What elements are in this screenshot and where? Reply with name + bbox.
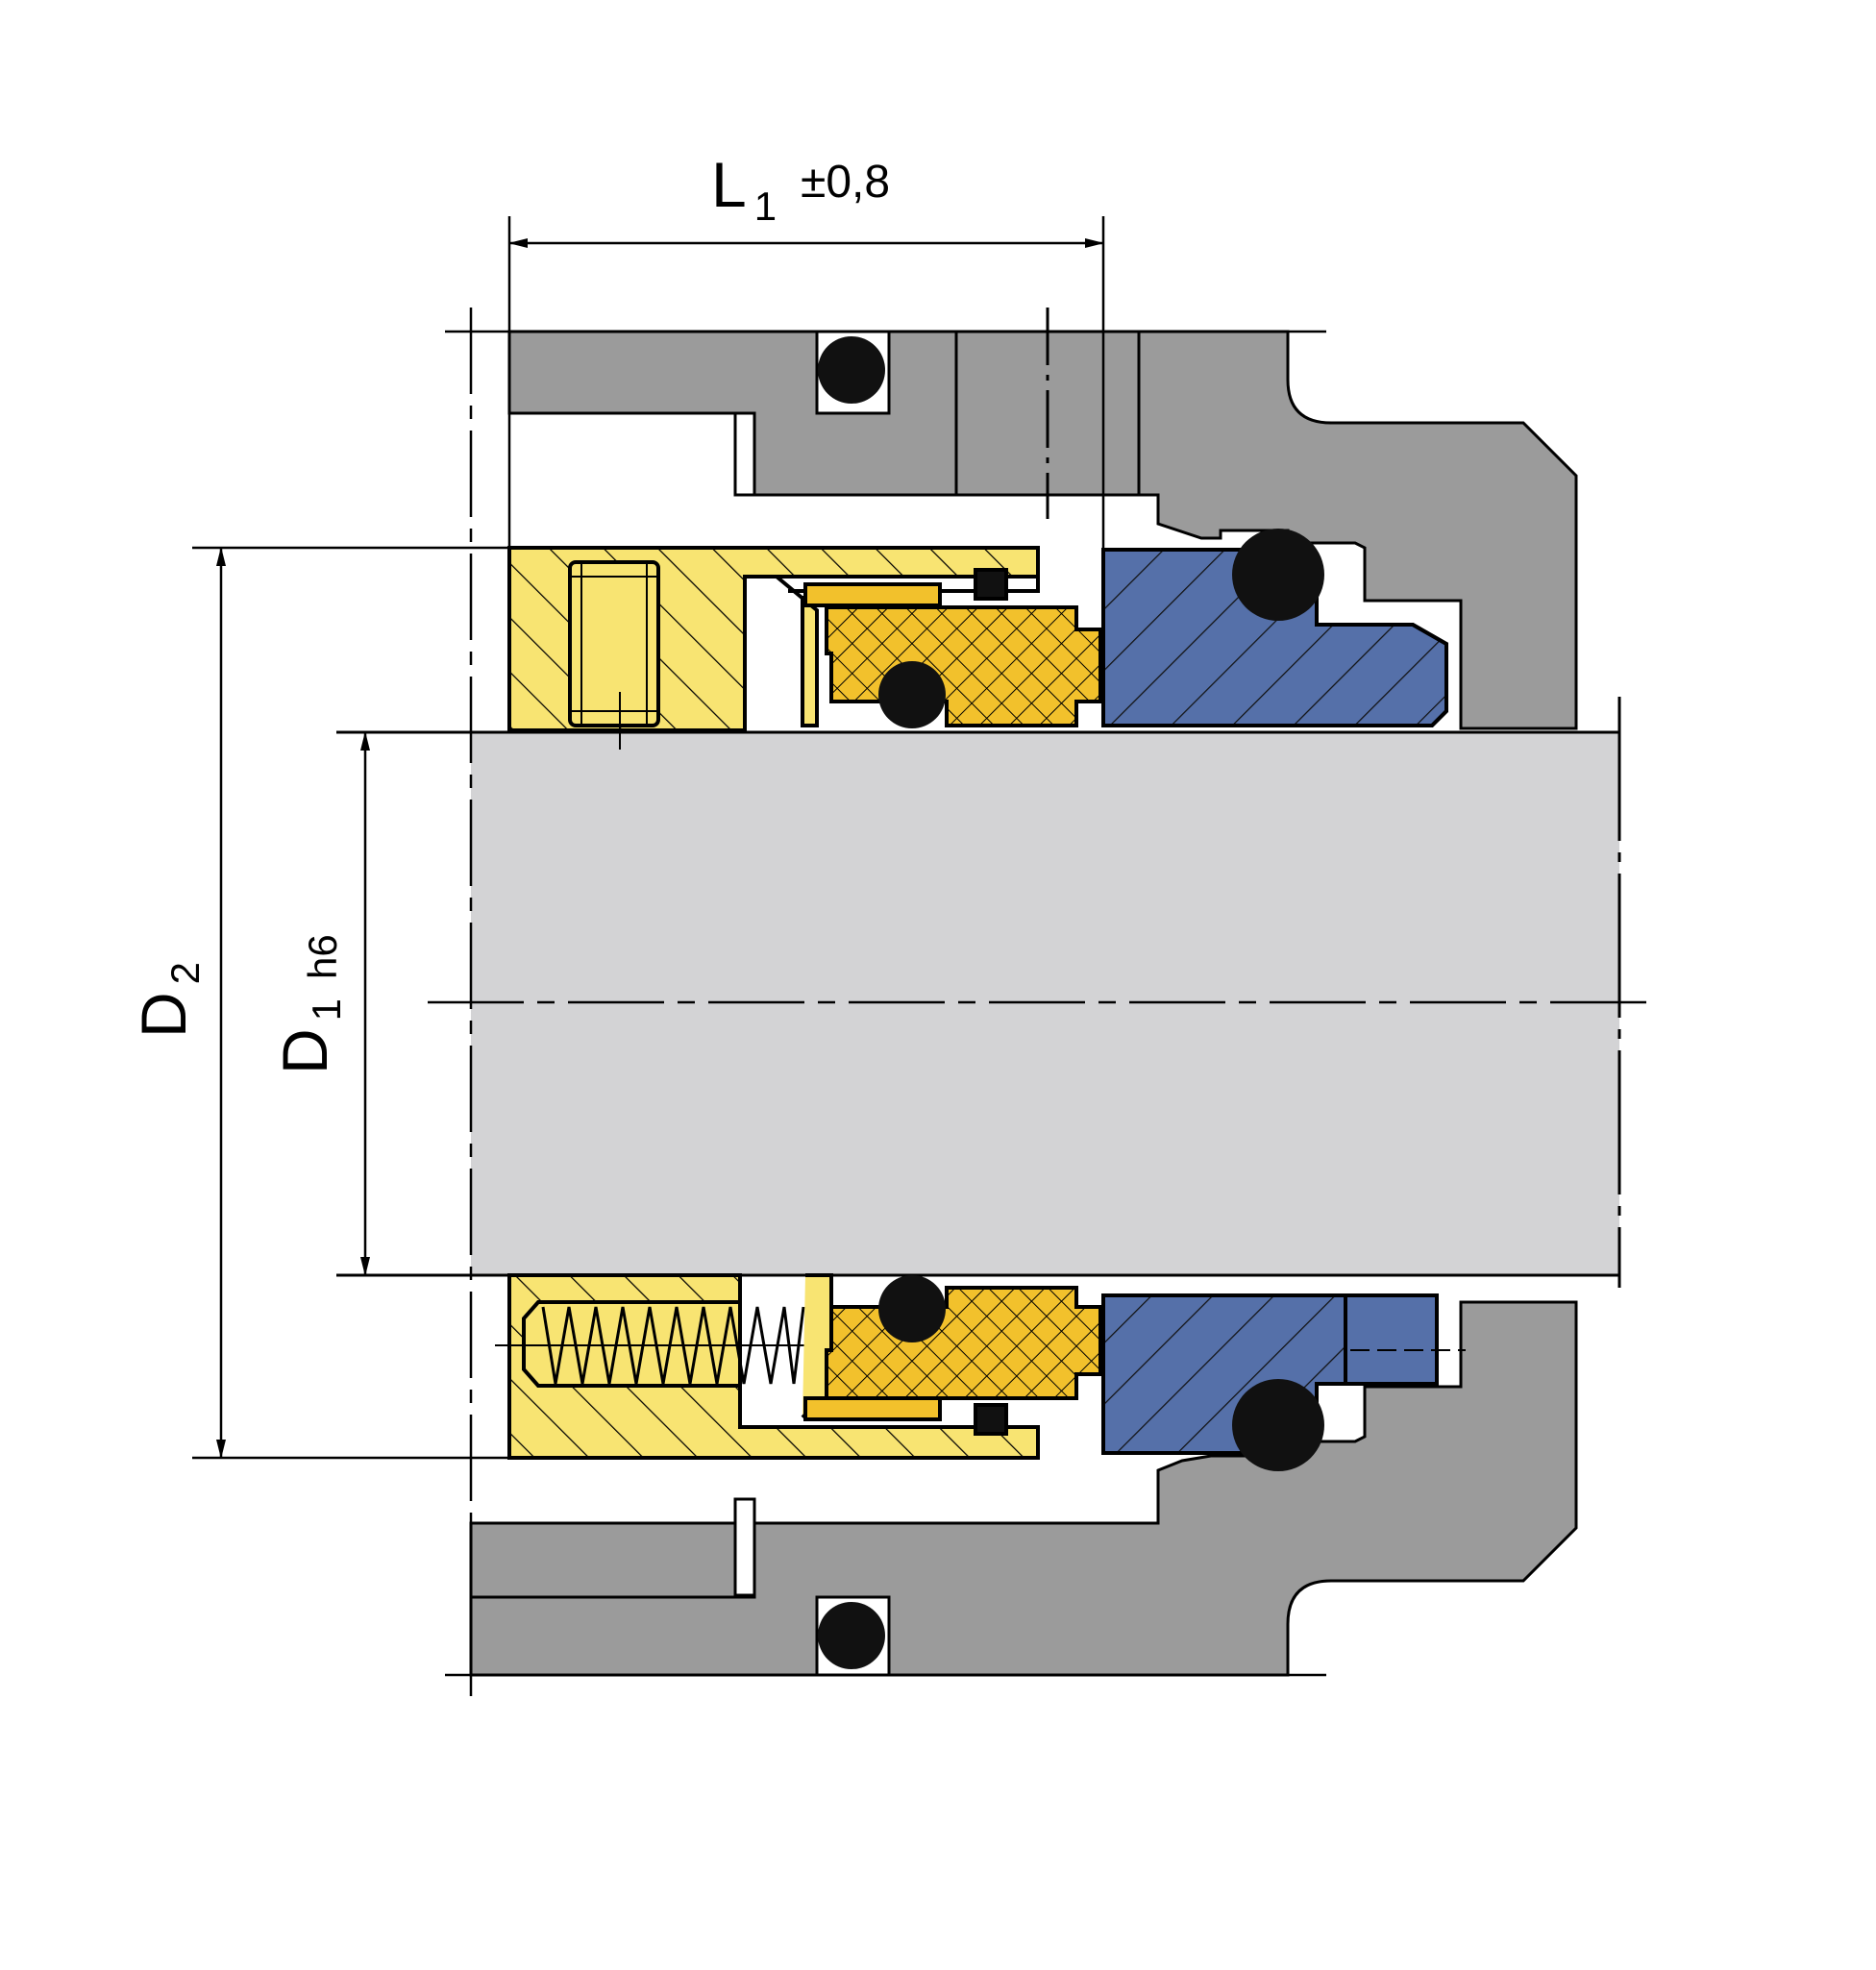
svg-text:D2: D2 [128,962,208,1038]
d2-symbol: D [128,992,199,1038]
housing-o-ring-top [818,336,885,404]
shaft [471,732,1619,1275]
l1-symbol: L [711,149,747,220]
stationary-seat-bottom [1101,1293,1466,1471]
dimension-d2: D2 [128,547,226,1459]
spring [541,1306,805,1385]
seal-face-top [825,568,1102,728]
housing-o-ring-bottom [818,1602,885,1669]
l1-subscript: 1 [754,184,777,229]
svg-text:L1: L1 [711,149,777,229]
seal-face-bottom [825,1275,1102,1436]
d2-subscript: 2 [162,962,208,984]
stationary-seat-top [1101,529,1448,727]
housing-top [507,330,1578,730]
center-lines [192,216,1653,1696]
d1-symbol: D [269,1028,340,1074]
d1-fit: h6 [300,934,345,979]
dimension-d1: D 1 h6 [269,731,370,1276]
rotating-collar-top [507,546,1040,750]
l1-tolerance: ±0,8 [801,157,890,208]
svg-text:D1h6: D 1 h6 [269,934,349,1074]
d1-subscript: 1 [304,998,349,1021]
